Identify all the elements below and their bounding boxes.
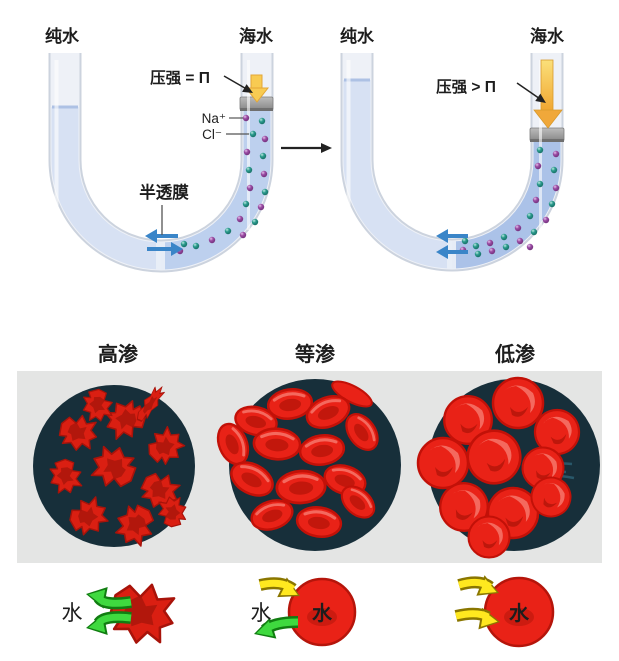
pressure-arrow-icon xyxy=(533,59,563,129)
piston-edge xyxy=(530,139,564,142)
pressure-label: 压强 > Π xyxy=(436,78,496,96)
hypotonic-title: 低渗 xyxy=(494,342,536,366)
microscope-view-isotonic xyxy=(210,379,401,551)
pure-water-label: 纯水 xyxy=(45,26,80,46)
water-in-arrow-top-icon xyxy=(457,575,499,596)
water-label-inside: 水 xyxy=(312,602,333,625)
microscope-view-hypotonic xyxy=(416,376,600,559)
pure-water-column xyxy=(51,107,162,270)
pure-water-column xyxy=(343,80,453,269)
osmosis-flow-arrows xyxy=(145,229,183,256)
water-exchange-hypertonic: 水 xyxy=(62,573,184,654)
cl-ion-label: Cl⁻ xyxy=(202,127,222,142)
water-label-outside: 水 xyxy=(251,602,272,625)
water-label-inside: 水 xyxy=(509,602,530,625)
sea-water-column xyxy=(160,111,271,270)
water-exchange-hypotonic: 水 xyxy=(454,575,555,648)
water-out-arrow-top-icon xyxy=(86,587,132,610)
pure-water-label: 纯水 xyxy=(340,26,375,46)
sea-water-label: 海水 xyxy=(530,26,565,46)
leader-arrowhead-icon xyxy=(242,84,253,93)
pressure-label: 压强 = Π xyxy=(150,69,210,87)
hypertonic-title: 高渗 xyxy=(98,342,139,366)
water-out-arrow-bottom-icon xyxy=(86,611,132,635)
na-ion-label: Na⁺ xyxy=(202,111,226,126)
semipermeable-membrane xyxy=(447,241,456,269)
sea-water-label: 海水 xyxy=(239,26,274,46)
water-in-arrow-bottom-icon xyxy=(454,607,500,630)
cell-shading xyxy=(307,608,337,626)
water-exchange-isotonic: 水 水 xyxy=(251,577,357,647)
sea-water-column xyxy=(451,142,561,269)
membrane-label: 半透膜 xyxy=(139,182,189,202)
transition-arrow-icon xyxy=(281,143,332,153)
solute-dots xyxy=(176,114,269,255)
water-out-arrow-icon xyxy=(254,616,299,639)
osmosis-flow-arrows xyxy=(436,229,468,259)
semipermeable-membrane xyxy=(156,242,165,270)
water-label: 水 xyxy=(62,602,83,625)
normal-red-cells xyxy=(210,380,386,541)
piston-edge xyxy=(240,108,273,111)
leader-arrowhead-icon xyxy=(535,93,546,103)
u-tube-right: 纯水 海水 压强 > Π xyxy=(340,26,565,272)
microscope-view-hypertonic xyxy=(33,382,195,552)
water-in-arrow-icon xyxy=(258,577,300,598)
isotonic-title: 等渗 xyxy=(295,342,336,366)
cell-shading xyxy=(504,608,534,626)
u-tube-left: 纯水 海水 压强 = Π Na⁺ Cl⁻ 半透膜 xyxy=(45,26,274,273)
